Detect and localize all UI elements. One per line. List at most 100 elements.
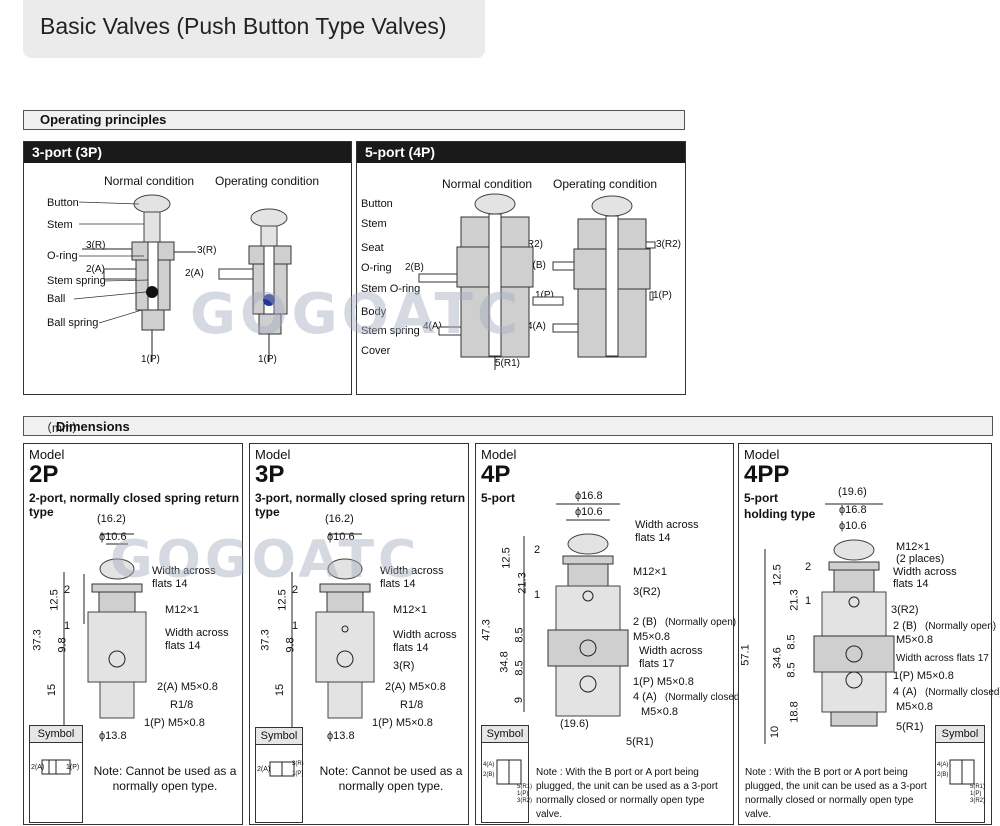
model-note: Note: Cannot be used as a normally open … xyxy=(93,764,237,793)
dim-small-1: 1 xyxy=(292,620,299,632)
dim-port-2b: 2 (B) xyxy=(633,616,657,628)
dim-port-4a: 4 (A) xyxy=(633,691,657,703)
dim-diameter: ϕ10.6 xyxy=(327,531,355,543)
panel-5-port: 5-port (4P) Normal condition Operating c… xyxy=(356,141,686,395)
part-label-o-ring: O-ring xyxy=(47,250,78,262)
valve-4p-drawing xyxy=(418,193,656,370)
model-panel-4p: Model 4P 5-port ϕ16.8 ϕ10.6 Width across… xyxy=(475,443,743,825)
panel-3-port-header: 3-port (3P) xyxy=(24,142,351,163)
part-label-seat-4p: Seat xyxy=(361,242,384,254)
dim-small-1: 1 xyxy=(64,620,71,632)
dim-h3: 34.8 xyxy=(498,651,511,673)
part-label-o-ring-4p: O-ring xyxy=(361,262,392,274)
dim-diameter-inner: ϕ10.6 xyxy=(839,520,867,532)
port-1p-left: 1(P) xyxy=(141,354,160,365)
part-label-ball: Ball xyxy=(47,293,66,305)
operating-condition-label-4p: Operating condition xyxy=(553,177,658,191)
symbol-box-3p: Symbol 2(A) 3(R) 1(P) xyxy=(255,727,304,823)
panel-5-port-header: 5-port (4P) xyxy=(357,142,685,163)
symbol-port-2a: 2(A) xyxy=(257,766,271,773)
dim-diameter-inner: ϕ10.6 xyxy=(575,506,603,518)
port-2a-left: 2(A) xyxy=(86,264,105,275)
dim-port-3r2: 3(R2) xyxy=(633,586,661,598)
symbol-port-4a: 4(A) xyxy=(937,762,949,768)
panel-3-port: 3-port (3P) Normal condition Operating c… xyxy=(23,141,352,395)
symbol-port-4a: 4(A) xyxy=(483,762,495,768)
dim-port-1p: 1(P) M5×0.8 xyxy=(893,670,954,682)
dim-m5-b: M5×0.8 xyxy=(641,706,678,718)
symbol-port-2b: 2(B) xyxy=(937,772,949,778)
symbol-port-2b: 2(B) xyxy=(483,772,495,778)
port-3r2-left: 3(R2) xyxy=(518,239,544,250)
dim-top-width: (19.6) xyxy=(838,486,867,498)
dimensions-heading: Dimensions（mm） xyxy=(40,418,130,435)
dim-thread: M12×1 xyxy=(633,566,667,578)
port-3r-left: 3(R) xyxy=(86,240,106,251)
dim-port-1p: 1(P) M5×0.8 xyxy=(144,717,205,729)
symbol-port-3r2: 3(R2) xyxy=(970,798,986,804)
part-label-ball-spring: Ball spring xyxy=(47,317,99,329)
dim-small-2: 2 xyxy=(805,561,812,573)
dimensions-unit: （mm） xyxy=(40,421,84,435)
symbol-title: Symbol xyxy=(936,726,984,743)
dim-flats-upper-value: flats 14 xyxy=(635,532,671,544)
dim-port-2a: 2(A) M5×0.8 xyxy=(385,681,446,693)
dim-port-2b-note: (Normally open) xyxy=(665,617,737,628)
dim-port-5r1: 5(R1) xyxy=(626,736,654,748)
dim-flats-upper-value: flats 14 xyxy=(152,578,188,590)
model-word: Model xyxy=(481,447,517,462)
dim-small-1: 1 xyxy=(534,589,541,601)
normal-condition-label-4p: Normal condition xyxy=(442,177,533,191)
dim-thread: M12×1 xyxy=(896,541,930,553)
symbol-port-1p: 1(P) xyxy=(970,791,982,797)
dim-h6: 18.8 xyxy=(788,701,801,723)
part-label-stem-spring-4p: Stem spring xyxy=(361,325,420,337)
panel-3-port-title: 3-port (3P) xyxy=(32,144,102,160)
symbol-port-2a: 2(A) xyxy=(31,764,45,771)
dim-m5-a: M5×0.8 xyxy=(896,634,933,646)
port-5r1: 5(R1) xyxy=(495,358,521,369)
dim-port-3r2: 3(R2) xyxy=(891,604,919,616)
dim-m5-b: M5×0.8 xyxy=(896,701,933,713)
title-box: Basic Valves (Push Button Type Valves) xyxy=(23,0,485,58)
dim-h3: 15 xyxy=(274,683,287,697)
part-label-stem-4p: Stem xyxy=(361,218,387,230)
port-1p-right-4p: 1(P) xyxy=(653,290,672,301)
part-label-body-4p: Body xyxy=(361,306,387,318)
dim-flats-upper-value: flats 14 xyxy=(380,578,416,590)
dim-diameter-outer: ϕ16.8 xyxy=(575,490,603,502)
symbol-port-3r2: 3(R2) xyxy=(517,798,533,804)
port-1p-left-4p: 1(P) xyxy=(535,290,554,301)
dim-bottom-diameter: ϕ13.8 xyxy=(327,730,355,742)
dim-flats-upper-value: flats 14 xyxy=(893,578,929,590)
model-code: 4PP xyxy=(744,461,790,488)
port-4a-left: 4(A) xyxy=(423,321,442,332)
dim-port-5r1: 5(R1) xyxy=(896,721,924,733)
dim-small-1: 1 xyxy=(805,595,812,607)
model-panel-2p: Model 2P 2-port, normally closed spring … xyxy=(23,443,243,825)
dim-flats-upper: Width across xyxy=(380,565,444,577)
dim-r18: R1/8 xyxy=(400,699,424,711)
symbol-port-1p: 1(P) xyxy=(66,764,80,771)
dim-port-2a: 2(A) M5×0.8 xyxy=(157,681,218,693)
dim-thread: M12×1 xyxy=(165,604,199,616)
dim-h2: 9.8 xyxy=(56,637,69,653)
model-description: 5-port xyxy=(481,491,515,505)
dim-flats-lower: Width across flats 17 xyxy=(896,653,989,664)
model-word: Model xyxy=(29,447,65,462)
dim-port-3r: 3(R) xyxy=(393,660,415,672)
port-1p-right: 1(P) xyxy=(258,354,277,365)
dim-flats-upper: Width across xyxy=(635,519,699,531)
dim-port-1p: 1(P) M5×0.8 xyxy=(372,717,433,729)
part-label-stem: Stem xyxy=(47,219,73,231)
dim-total-height: 57.1 xyxy=(739,644,752,666)
port-2b-left: 2(B) xyxy=(405,262,424,273)
dim-flats-lower-value: flats 14 xyxy=(393,642,429,654)
part-label-stem-o-ring-4p: Stem O-ring xyxy=(361,283,421,295)
dim-r18: R1/8 xyxy=(170,699,194,711)
dim-top-width: (16.2) xyxy=(97,513,126,525)
model-panel-3p: Model 3P 3-port, normally closed spring … xyxy=(249,443,469,825)
model-word: Model xyxy=(255,447,291,462)
part-label-stem-spring: Stem spring xyxy=(47,275,106,287)
dim-small-2: 2 xyxy=(534,544,541,556)
